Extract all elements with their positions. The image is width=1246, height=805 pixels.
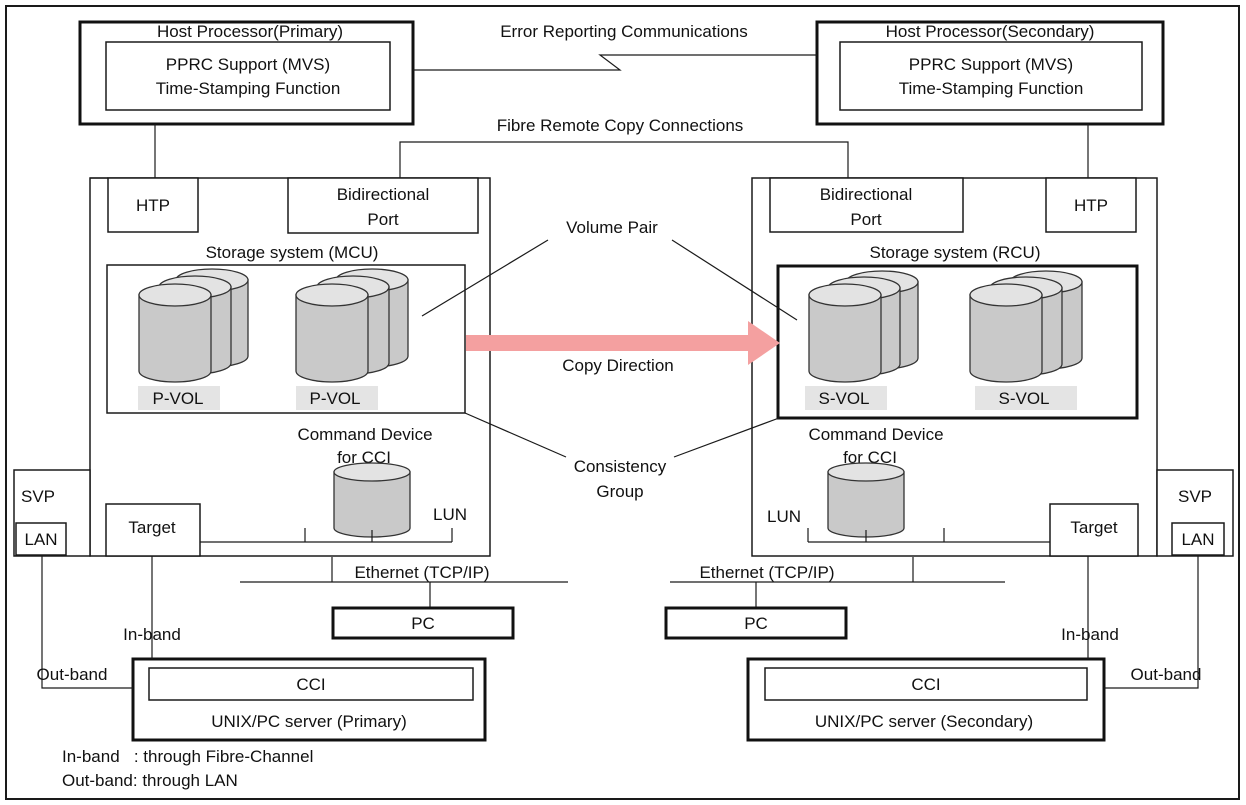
legend-outband: Out-band: through LAN	[62, 771, 238, 790]
mcu-bidirectional-port	[287, 177, 479, 234]
outband-left: Out-band	[37, 665, 108, 684]
rcu-command-device-icon	[827, 462, 905, 538]
mcu-htp-box	[107, 177, 199, 233]
rcu-cmd-line1: Command Device	[808, 425, 943, 444]
rcu-target: Target	[1070, 518, 1118, 537]
mcu-storage-system: HTP Bidirectional Port Storage system (M…	[89, 177, 491, 557]
rcu-lan-box	[1171, 522, 1225, 556]
rcu-svp-label: SVP	[1178, 487, 1212, 506]
consistency-line2: Group	[596, 482, 643, 501]
host-primary-line1: PPRC Support (MVS)	[166, 55, 330, 74]
outband-right: Out-band	[1131, 665, 1202, 684]
host-secondary-line1: PPRC Support (MVS)	[909, 55, 1073, 74]
fibre-connection-line	[399, 141, 849, 178]
mcu-svp: SVP LAN	[13, 469, 91, 557]
rcu-svp: SVP LAN	[1156, 469, 1234, 557]
host-secondary-line2: Time-Stamping Function	[899, 79, 1084, 98]
rcu-target-box	[1049, 503, 1139, 557]
rcu-storage-system: Bidirectional Port HTP Storage system (R…	[751, 177, 1158, 557]
mcu-vol1-label: P-VOL	[152, 389, 203, 408]
rcu-htp: HTP	[1074, 196, 1108, 215]
rcu-bidirectional-port	[769, 177, 964, 233]
fibre-label: Fibre Remote Copy Connections	[497, 116, 744, 135]
pc-right: PC	[744, 614, 768, 633]
pc-left: PC	[411, 614, 435, 633]
pc-right-box	[664, 606, 848, 640]
consistency-line1: Consistency	[574, 457, 667, 476]
rcu-svol-1-stack	[808, 270, 919, 383]
mcu-svp-label: SVP	[21, 487, 55, 506]
host-secondary-title: Host Processor(Secondary)	[886, 22, 1095, 41]
cci-left: CCI	[296, 675, 325, 694]
mcu-lun: LUN	[433, 505, 467, 524]
host-primary-line2: Time-Stamping Function	[156, 79, 341, 98]
mcu-pvol-1-stack	[138, 268, 249, 383]
error-reporting-link	[413, 54, 817, 71]
copy-direction-arrow	[466, 321, 780, 365]
copy-direction-label: Copy Direction	[562, 356, 674, 375]
mcu-target-box	[105, 503, 201, 557]
mcu-pvol-2-stack	[295, 268, 409, 383]
pc-left-box	[331, 606, 515, 640]
cci-right: CCI	[911, 675, 940, 694]
rcu-lan: LAN	[1181, 530, 1214, 549]
cci-right-box	[764, 667, 1088, 701]
rcu-vol2-label: S-VOL	[998, 389, 1049, 408]
volume-pair-label: Volume Pair	[566, 218, 658, 237]
mcu-target: Target	[128, 518, 176, 537]
mcu-cmd-line2: for CCI	[337, 448, 391, 467]
rcu-title: Storage system (RCU)	[870, 243, 1041, 262]
rcu-htp-box	[1045, 177, 1137, 233]
rcu-port-line2: Port	[850, 210, 881, 229]
inband-right: In-band	[1061, 625, 1119, 644]
ethernet-left: Ethernet (TCP/IP)	[354, 563, 489, 582]
mcu-lan: LAN	[24, 530, 57, 549]
mcu-htp: HTP	[136, 196, 170, 215]
rcu-port-line1: Bidirectional	[820, 185, 913, 204]
inband-left: In-band	[123, 625, 181, 644]
rcu-svol-2-stack	[969, 270, 1083, 383]
server-secondary: CCI UNIX/PC server (Secondary)	[746, 657, 1106, 742]
mcu-cmd-line1: Command Device	[297, 425, 432, 444]
cci-left-box	[148, 667, 474, 701]
outer-frame	[5, 5, 1240, 800]
mcu-vol2-label: P-VOL	[309, 389, 360, 408]
mcu-lan-box	[15, 522, 67, 556]
host-primary: Host Processor(Primary) PPRC Support (MV…	[78, 20, 415, 126]
host-secondary: Host Processor(Secondary) PPRC Support (…	[815, 20, 1165, 126]
host-primary-title: Host Processor(Primary)	[157, 22, 343, 41]
server-primary: CCI UNIX/PC server (Primary)	[131, 657, 487, 742]
error-reporting-label: Error Reporting Communications	[500, 22, 748, 41]
mcu-title: Storage system (MCU)	[206, 243, 379, 262]
rcu-cmd-line2: for CCI	[843, 448, 897, 467]
mcu-port-line1: Bidirectional	[337, 185, 430, 204]
mcu-command-device-icon	[333, 462, 411, 538]
mcu-port-line2: Port	[367, 210, 398, 229]
rcu-lun: LUN	[767, 507, 801, 526]
server-secondary-label: UNIX/PC server (Secondary)	[815, 712, 1033, 731]
legend-inband: In-band : through Fibre-Channel	[62, 747, 313, 766]
server-primary-label: UNIX/PC server (Primary)	[211, 712, 407, 731]
ethernet-right: Ethernet (TCP/IP)	[699, 563, 834, 582]
rcu-vol1-label: S-VOL	[818, 389, 869, 408]
